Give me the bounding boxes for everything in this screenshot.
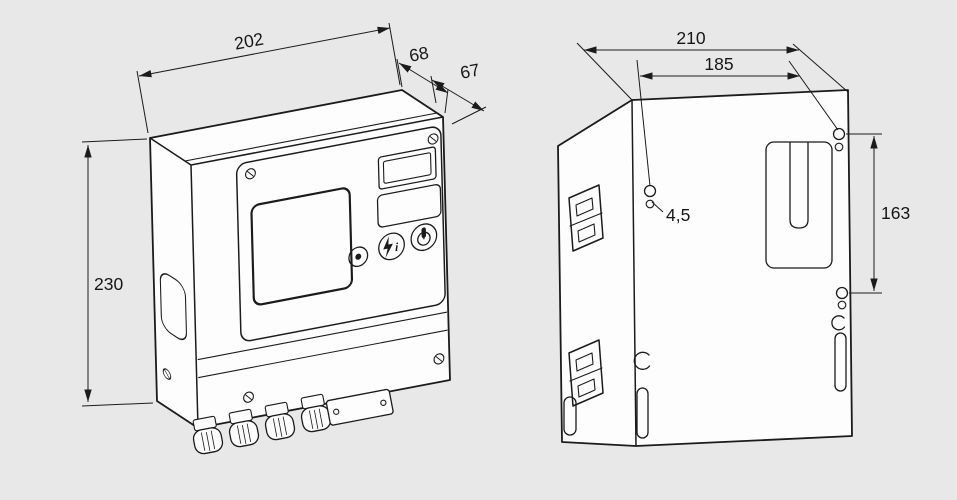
rear-internal-edge [631, 99, 637, 447]
mount-cutout [765, 141, 833, 269]
keyhole-bottom-right [835, 286, 849, 310]
device-silhouette [149, 89, 451, 429]
dim-front-height-label: 230 [94, 274, 123, 294]
info-icon: i [395, 239, 399, 254]
side-cutout [159, 273, 187, 341]
mounting-clip-top [568, 184, 604, 252]
panel-outline [235, 126, 446, 342]
hook-bottom-right [831, 315, 846, 331]
main-display [250, 187, 354, 306]
cable-gland [264, 401, 296, 441]
label-window [376, 184, 442, 228]
dim-rear-overall-width-label: 210 [676, 28, 705, 48]
front-face-seam-lines [197, 311, 448, 379]
reset-button [348, 246, 369, 268]
slot-bottom-left [636, 387, 649, 439]
slot-bottom-right [834, 332, 847, 392]
dim-front-depth-housing-label: 68 [407, 42, 430, 65]
cable-gland [228, 408, 260, 448]
flash-icon [383, 236, 393, 259]
power-button [410, 223, 438, 252]
dim-front-height: 230 [81, 138, 154, 407]
dim-rear-hole-diameter-label: 4,5 [666, 205, 690, 225]
side-screw [162, 368, 172, 380]
top-face-seam [184, 112, 438, 162]
dim-rear-hole-spacing-vertical-label: 163 [881, 203, 910, 223]
dim-rear-hole-spacing-vertical: 163 [846, 133, 910, 294]
status-display [377, 146, 437, 190]
dim-rear-hole-diameter: 4,5 [651, 201, 690, 225]
cable-glands [192, 388, 394, 455]
dim-front-depth-cover: 67 [430, 59, 487, 125]
side-slot [563, 396, 577, 436]
hook-bottom-left [633, 351, 651, 370]
reset-button-dot [355, 253, 362, 260]
keyhole-top-right [832, 127, 846, 152]
rear-view: 210 185 163 4,5 [557, 28, 910, 447]
front-face-details: i [197, 126, 448, 403]
dim-rear-hole-spacing-horizontal-label: 185 [704, 54, 733, 74]
panel-screws [243, 133, 445, 403]
cable-gland [300, 393, 332, 433]
cable-gland [192, 415, 224, 455]
info-button: i [378, 232, 405, 261]
dim-rear-overall-width: 210 [576, 28, 849, 101]
left-side-face-details [159, 273, 187, 380]
front-view: i [81, 22, 487, 455]
dim-front-width: 202 [136, 22, 401, 134]
mounting-clip-bottom [568, 339, 604, 407]
gland-plate [325, 388, 394, 426]
dim-front-depth-cover-label: 67 [458, 59, 481, 82]
dim-rear-hole-spacing-horizontal: 185 [636, 54, 839, 187]
device-internal-edges [149, 116, 444, 429]
